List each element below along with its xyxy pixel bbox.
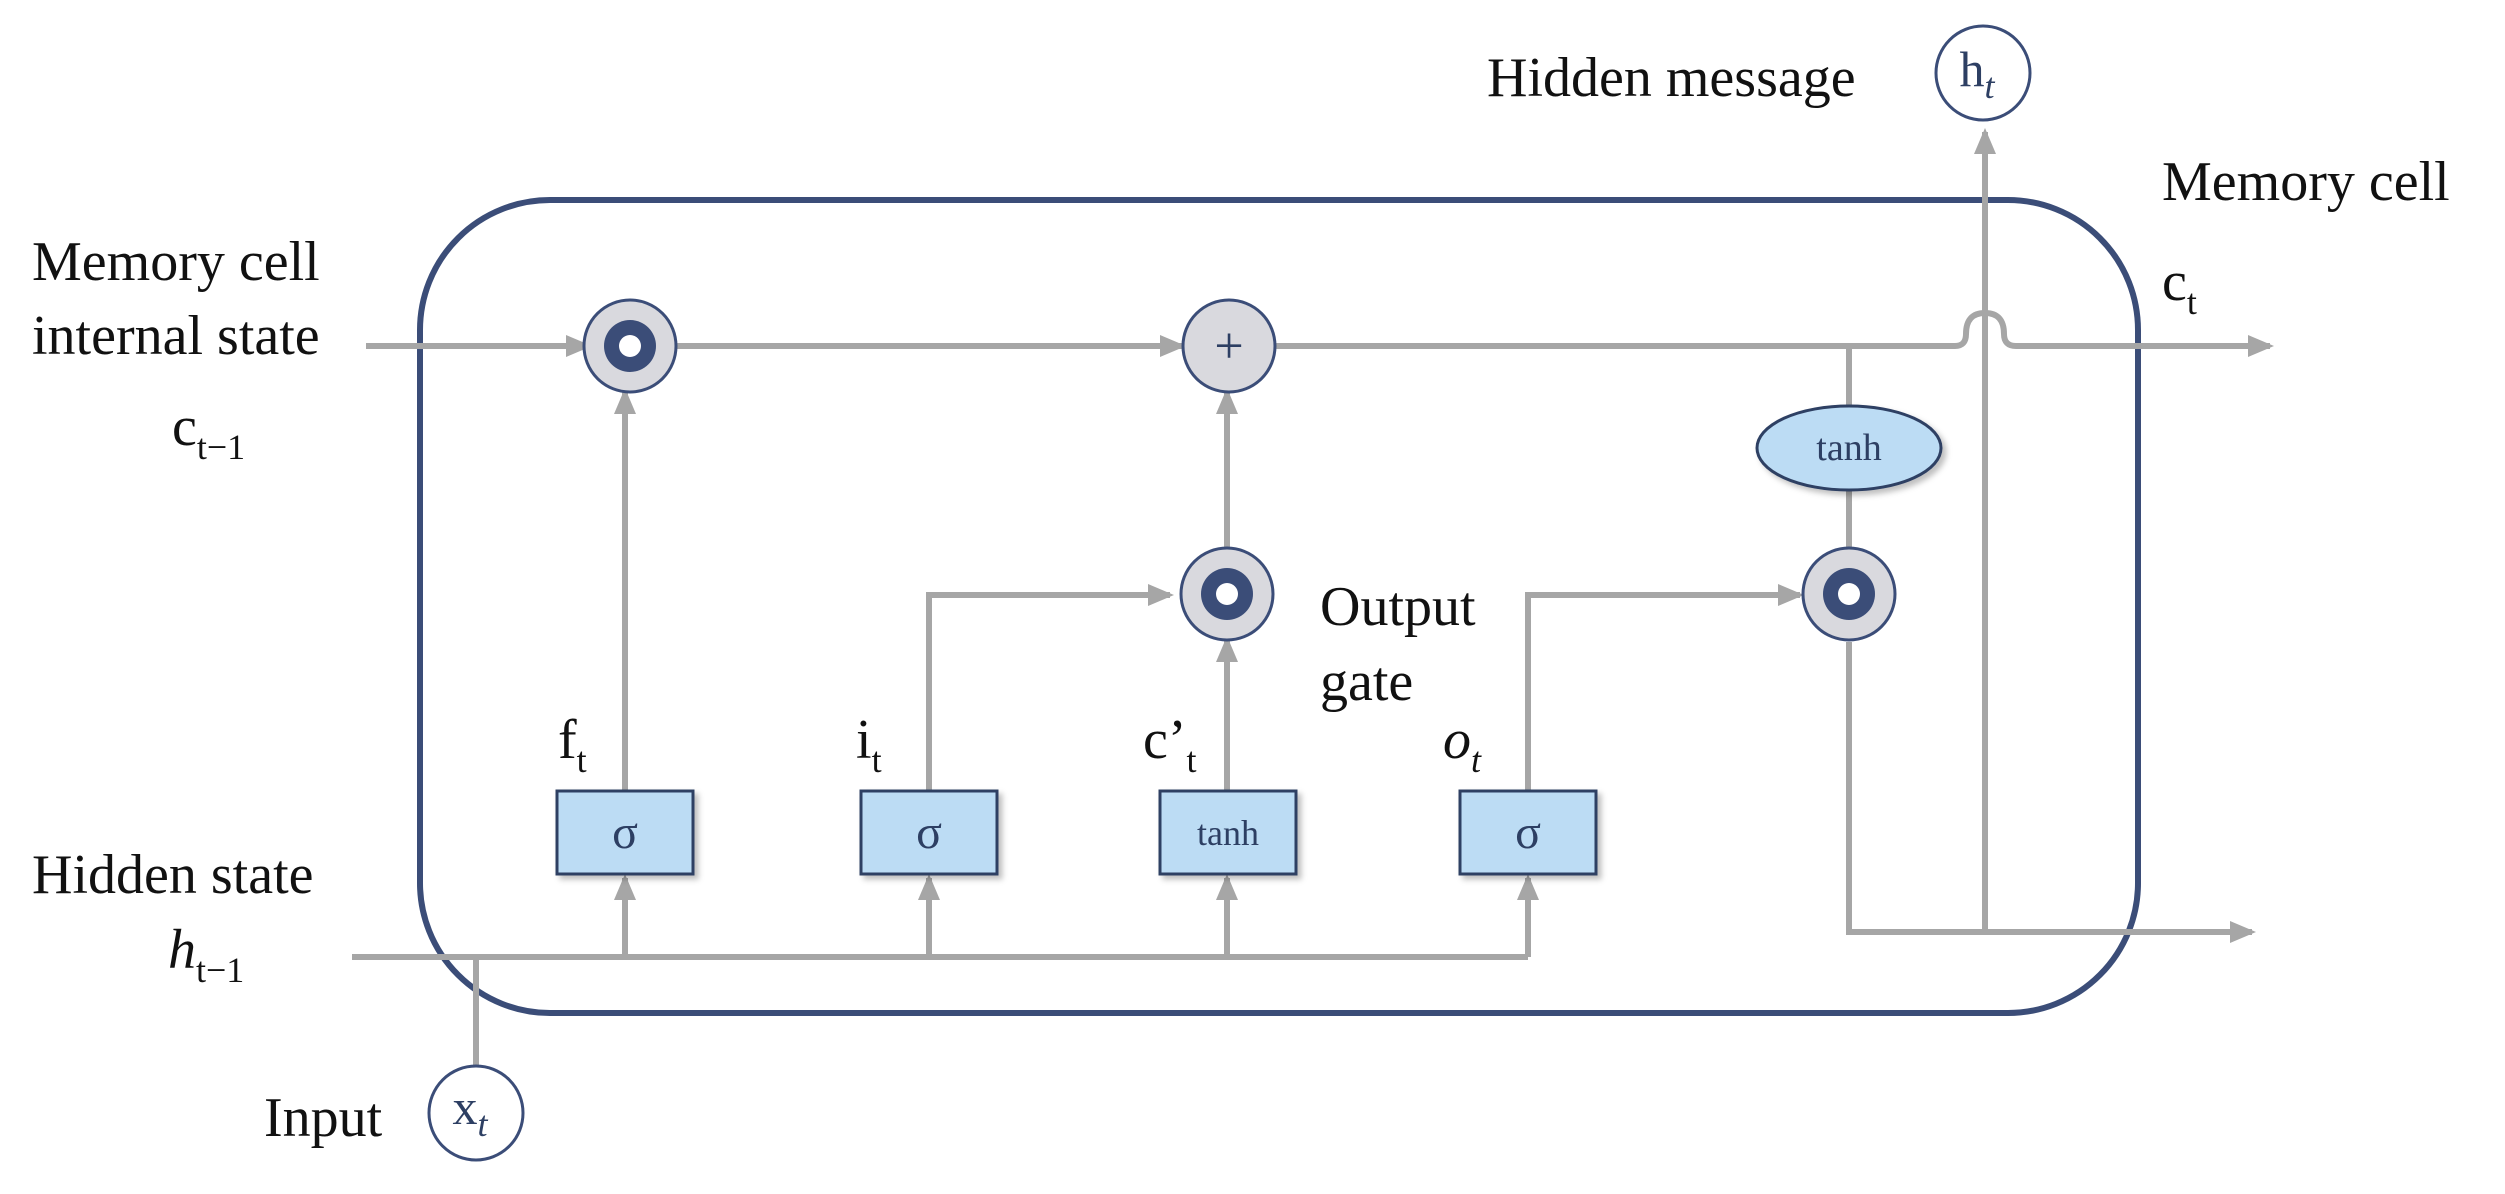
c-prev-base: c: [172, 396, 197, 458]
o-t-subscript: t: [1471, 740, 1482, 780]
forget-gate: σ: [555, 789, 695, 876]
c-out-subscript: t: [2187, 282, 2197, 322]
c-prev-subscript: t−1: [197, 427, 245, 467]
input-gate-sigma: σ: [916, 806, 942, 859]
output-gate: σ: [1458, 789, 1598, 876]
hidden-message-label: Hidden message: [1487, 47, 1856, 109]
c-cand-label: c’t: [1143, 709, 1197, 780]
lstm-cell-boundary: [417, 197, 2141, 1016]
svg-text:ht: ht: [1959, 41, 1995, 106]
memory-cell-in-label-line1: Memory cell: [32, 231, 320, 293]
c-out-base: c: [2162, 251, 2187, 313]
f-t-subscript: t: [577, 740, 587, 780]
candidate-gate: tanh: [1158, 789, 1298, 876]
c-out-label: ct: [2162, 251, 2197, 322]
output-gate-sigma: σ: [1515, 806, 1541, 859]
memory-cell-out-label: Memory cell: [2162, 151, 2450, 213]
memory-cell-in-label-line2: internal state: [32, 305, 320, 367]
o-t-base: o: [1443, 709, 1471, 771]
output-gate-label-line1: Output: [1320, 576, 1476, 638]
svg-text:xt: xt: [452, 1079, 488, 1144]
cell-tanh-activation: [1755, 404, 1943, 492]
f-t-base: f: [558, 709, 577, 771]
i-t-base: i: [856, 709, 872, 771]
cell-tanh-label: tanh: [1816, 427, 1881, 469]
forget-gate-sigma: σ: [612, 806, 638, 859]
input-multiply-operator: [1179, 546, 1275, 642]
c-cand-base: c’: [1143, 709, 1187, 771]
input-gate: σ: [859, 789, 999, 876]
output-gate-label-line2: gate: [1320, 651, 1413, 713]
c-prev-label: ct−1: [172, 396, 245, 467]
add-operator: +: [1181, 298, 1277, 394]
h-prev-subscript: t−1: [196, 950, 244, 990]
h-prev-label: ht−1: [168, 919, 244, 990]
input-x-subscript: t: [477, 1104, 488, 1144]
input-node: xt: [427, 1064, 525, 1162]
hidden-output-subscript: t: [1984, 66, 1995, 106]
h-prev-base: h: [168, 919, 196, 981]
f-t-label: ft: [558, 709, 587, 780]
input-label: Input: [264, 1087, 383, 1149]
hidden-output-node: ht: [1934, 24, 2032, 122]
forget-multiply-operator: [582, 298, 678, 394]
wires: [352, 128, 2274, 1068]
output-multiply-operator: [1801, 546, 1897, 642]
plus-sign: +: [1214, 318, 1243, 375]
o-t-label: ot: [1443, 709, 1482, 780]
i-t-subscript: t: [872, 740, 882, 780]
i-t-label: it: [856, 709, 882, 780]
hidden-output-base: h: [1959, 41, 1984, 97]
candidate-gate-tanh: tanh: [1197, 813, 1259, 853]
hidden-state-label: Hidden state: [32, 844, 313, 906]
input-x-base: x: [452, 1079, 477, 1135]
c-cand-subscript: t: [1187, 740, 1197, 780]
